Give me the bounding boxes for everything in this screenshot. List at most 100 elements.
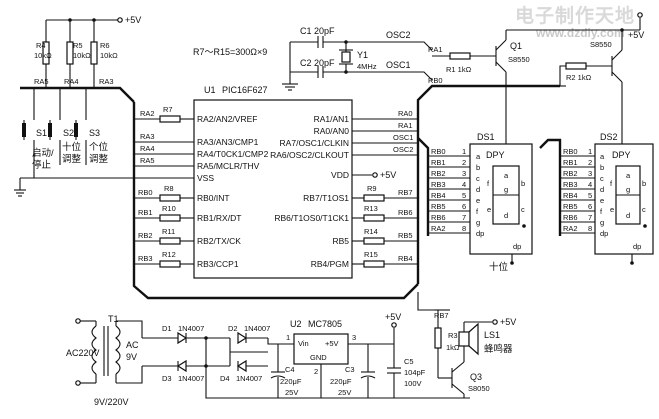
- s2-ref: S2: [63, 128, 74, 138]
- switch-s2: [48, 100, 61, 165]
- resistor-r10: [159, 214, 181, 222]
- r11-ref: R11: [162, 227, 175, 236]
- pin-ra5: RA5/MCLR/THV: [197, 161, 260, 171]
- c1-label: C1 20pF: [300, 26, 335, 36]
- resistor-r8: [159, 194, 181, 202]
- r4-value: 10kΩ: [34, 51, 52, 60]
- ds1-seg-a-mark: a: [504, 171, 509, 180]
- r5-value: 10kΩ: [73, 51, 91, 60]
- s1-label-top: 启动/: [32, 147, 54, 159]
- q1-ref: Q1: [510, 41, 522, 51]
- ds1-seg-d-mark: d: [504, 211, 508, 220]
- net-ra3-label: RA3: [99, 77, 114, 86]
- ds2-net-label: RB6: [563, 213, 578, 222]
- ds2-segment-label: e: [600, 196, 604, 205]
- net-ra1-right: RA1: [398, 121, 413, 130]
- ds1-pin-number: 4: [462, 180, 466, 189]
- transformer-rating: 9V/220V: [94, 397, 129, 407]
- s1-ref: S1: [36, 128, 47, 138]
- ds2-ref: DS2: [600, 132, 618, 142]
- pin-rb5: RB5: [332, 236, 349, 246]
- pin-rb6: RB6/T1OS0/T1CK1: [274, 213, 349, 223]
- ds2-seg-f-mark: f: [610, 179, 613, 188]
- pin-vss: VSS: [197, 173, 214, 183]
- q3-ref: Q3: [470, 372, 482, 382]
- net-rb3-left: RB3: [138, 254, 153, 263]
- ac-out-label-2: 9V: [126, 352, 137, 362]
- r8-ref: R8: [164, 184, 174, 193]
- s3-ref: S3: [89, 128, 100, 138]
- diode-d3: [176, 359, 187, 373]
- mcu-body: [193, 99, 353, 279]
- r9-ref: R9: [367, 184, 377, 193]
- ds1-net-label: RB4: [431, 191, 446, 200]
- watermark-url: www.dzdiy.com: [535, 26, 625, 40]
- resistor-r14: [363, 237, 385, 245]
- driver-q2: R2 1kΩ S8550 +5V: [559, 12, 644, 128]
- ds2-net-label: RB3: [563, 180, 578, 189]
- diode-d1: [177, 331, 188, 345]
- ds2-segment-label: c: [600, 174, 604, 183]
- ls1-ref: LS1: [484, 330, 500, 340]
- driver-q1: RA1 R1 1kΩ Q1 S8550 RB0: [428, 29, 640, 128]
- osc1-net: OSC1: [386, 60, 411, 70]
- ds1-pin-number: 5: [462, 191, 466, 200]
- r3-value: 1kΩ: [446, 343, 460, 352]
- buzzer-supply: +5V: [500, 317, 516, 327]
- q3-part: S8050: [468, 384, 490, 393]
- r3-ref: R3: [448, 331, 458, 340]
- ds2-net-label: RB5: [563, 202, 578, 211]
- ds1-segment-label: g: [476, 218, 480, 227]
- d2-part: 1N4007: [244, 324, 270, 333]
- r13-ref: R13: [364, 204, 378, 213]
- ds1-net-label: RB1: [431, 158, 446, 167]
- ds2-seg-a-mark: a: [626, 171, 631, 180]
- q2-part: S8550: [590, 40, 612, 49]
- ds2-type: DPY: [612, 150, 631, 160]
- ds1-segment-label: dp: [476, 229, 484, 238]
- buzzer-ls1: [458, 331, 470, 347]
- d4-part: 1N4007: [236, 374, 262, 383]
- net-rb5-right: RB5: [398, 231, 413, 240]
- pin-ra2: RA2/AN2/VREF: [197, 114, 257, 124]
- d3-ref: D3: [162, 374, 172, 383]
- c5-value: 104pF: [404, 368, 426, 377]
- pin-vdd: VDD: [331, 170, 349, 180]
- ds2-seg-e-mark: e: [610, 205, 614, 214]
- ds1-seg-c-mark: c: [521, 205, 525, 214]
- ds1-seg-e-mark: e: [487, 205, 491, 214]
- mcu-part: PIC16F627: [222, 85, 268, 95]
- d1-part: 1N4007: [178, 324, 204, 333]
- ds2-segment-label: f: [600, 207, 603, 216]
- net-osc2-right: OSC2: [393, 145, 413, 154]
- crystal-y1: [341, 51, 351, 63]
- ds1-net-label: RB0: [431, 147, 446, 156]
- switch-s1: [22, 100, 35, 178]
- reg-vin: Vin: [298, 339, 309, 348]
- ds1-net-label: RA2: [431, 224, 446, 233]
- ds2-pin-number: 2: [588, 158, 592, 167]
- c3-voltage: 25V: [338, 388, 351, 397]
- buzzer-section: RB7 R3 1kΩ Q3 S8050 +5V LS1 蜂鸣器: [417, 292, 516, 398]
- mcu-u1: U1 PIC16F627 RA2/AN2/VREF RA3/AN3/CMP1 R…: [193, 85, 396, 279]
- ls1-label: 蜂鸣器: [484, 343, 513, 355]
- ds1-ref: DS1: [477, 132, 495, 142]
- r6-value: 10kΩ: [100, 51, 118, 60]
- s1-label-bottom: 停止: [32, 159, 52, 171]
- ds2-segment-label: d: [600, 185, 604, 194]
- pin-rb7: RB7/T1OS1: [303, 193, 349, 203]
- net-rb0-left: RB0: [138, 188, 153, 197]
- pin-ra0: RA0/AN0: [314, 126, 350, 136]
- s3-label-top: 个位: [89, 141, 109, 153]
- ds2-net-label: RB1: [563, 158, 578, 167]
- regulator-ref: U2: [290, 319, 302, 329]
- ds1-caption: 十位: [489, 261, 509, 273]
- reg-pin3: 3: [352, 333, 356, 342]
- ds2-seg-g-mark: g: [626, 185, 630, 194]
- regulator-part: MC7805: [308, 319, 342, 329]
- ds2-pin-number: 6: [588, 202, 592, 211]
- net-ra4-left: RA4: [140, 144, 155, 153]
- resistor-r15: [363, 260, 385, 268]
- pin-ra3: RA3/AN3/CMP1: [197, 137, 259, 147]
